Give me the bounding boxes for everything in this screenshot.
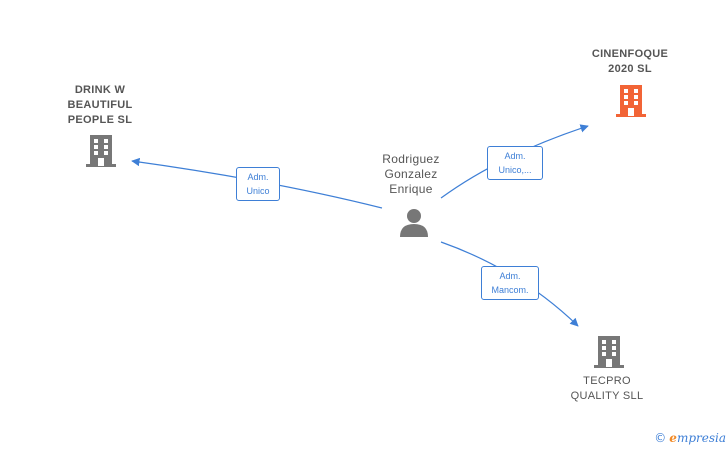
person-icon[interactable] [399,207,429,237]
edge-label-adm-unico[interactable]: Adm. Unico [236,167,280,201]
building-icon[interactable] [593,335,625,369]
edge-label-adm-unico-etc[interactable]: Adm. Unico,... [487,146,543,180]
building-icon[interactable] [85,134,117,168]
company-label-cinenfoque[interactable]: CINENFOQUE 2020 SL [591,48,669,75]
empresia-logo[interactable]: ©empresia [654,431,726,445]
building-icon[interactable] [615,84,647,118]
company-label-drink[interactable]: DRINK W BEAUTIFUL PEOPLE SL [67,84,133,126]
person-label[interactable]: Rodriguez Gonzalez Enrique [382,152,440,196]
company-label-tecpro[interactable]: TECPRO QUALITY SLL [570,375,644,402]
copyright-icon: © [654,431,667,445]
edge-label-adm-mancom[interactable]: Adm. Mancom. [481,266,539,300]
